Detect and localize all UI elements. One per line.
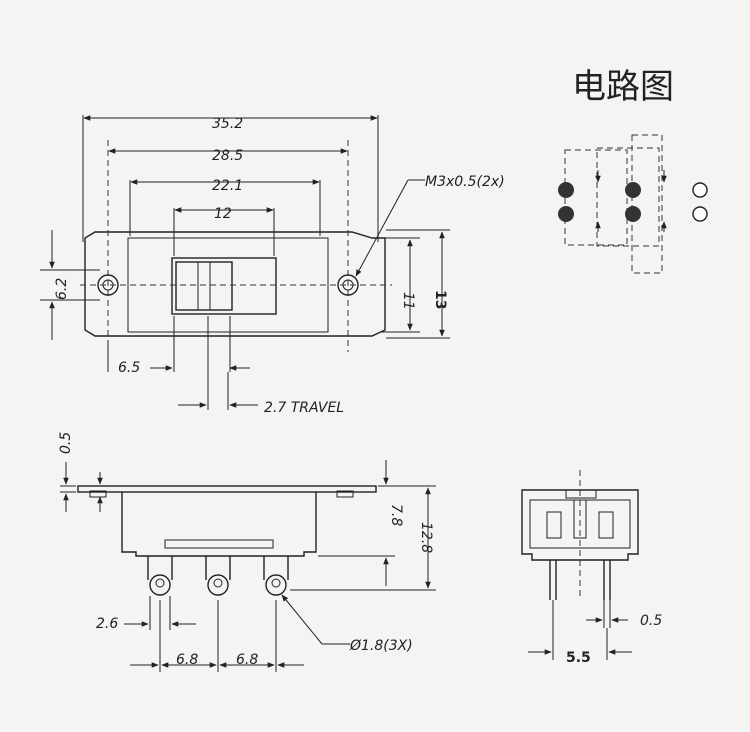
- dimension-label-offset: 6.5: [118, 360, 140, 376]
- pin-hole: [155, 578, 165, 588]
- end-view-slot: [565, 489, 597, 499]
- top-view-body: [127, 237, 329, 333]
- dimension-label-knob: 12: [214, 206, 232, 222]
- circuit-contact-frame-1: [564, 149, 628, 246]
- dimension-label-overall: 35.2: [212, 116, 243, 132]
- side-view-base: [164, 539, 274, 549]
- dimension-label-pitch-1: 6.8: [176, 652, 198, 668]
- thread-note: M3x0.5(2x): [425, 174, 505, 190]
- dimension-label-height-inner: 11: [400, 292, 416, 310]
- dimension-label-travel: 2.7 TRAVEL: [264, 400, 344, 416]
- leader-line: [281, 594, 323, 645]
- end-view: 0.5 5.5: [521, 470, 662, 666]
- pin-right: [263, 556, 289, 580]
- pin-middle: [205, 556, 231, 580]
- dimension-label-total-height: 12.8: [418, 522, 434, 553]
- top-view-knob: [175, 261, 233, 311]
- dimension-label-height-outer: 13: [432, 290, 448, 309]
- end-view-contact-left: [546, 511, 562, 539]
- pin-left: [147, 556, 173, 580]
- leader-line: [355, 179, 409, 277]
- dimension-label-width: 6.2: [54, 278, 70, 300]
- side-view-plate: [77, 485, 377, 493]
- pin-left-tip: [149, 574, 171, 596]
- dimension-label-pitch-2: 6.8: [236, 652, 258, 668]
- side-view-body: [121, 492, 317, 557]
- contact-dot: [558, 182, 574, 198]
- dimension-label-end-width: 5.5: [566, 650, 591, 666]
- hole-note: Ø1.8(3X): [349, 638, 413, 654]
- dimension-label-pin-width: 2.6: [96, 616, 118, 632]
- dimension-label-body-height: 7.8: [388, 504, 404, 526]
- top-view-slider: [171, 257, 277, 315]
- contact-open-circle: [692, 182, 708, 198]
- pin-hole: [271, 578, 281, 588]
- dimension-label-plate: 0.5: [58, 432, 74, 454]
- contact-dot: [625, 182, 641, 198]
- dimension-label-body: 22.1: [212, 178, 243, 194]
- dimension-label-pin-thickness: 0.5: [640, 613, 662, 629]
- circuit-contact-frame-3: [631, 134, 663, 274]
- top-view: 35.2 28.5 22.1 12 6.2 11 13 M3x0.5(2x): [40, 115, 505, 416]
- contact-dot: [558, 206, 574, 222]
- pin-hole: [213, 578, 223, 588]
- pin-right-tip: [265, 574, 287, 596]
- side-view: 0.5 7.8 12.8 2.6 6.8 6.8 Ø1.8(3X): [58, 432, 436, 672]
- dimension-label-hole-spacing: 28.5: [212, 148, 243, 164]
- circuit-diagram: [558, 134, 708, 274]
- end-view-contact-right: [598, 511, 614, 539]
- plate-tab: [336, 490, 354, 498]
- end-view-inner: [529, 499, 631, 549]
- contact-open-circle: [692, 206, 708, 222]
- contact-dot: [625, 206, 641, 222]
- circuit-contact-frame-2: [596, 147, 660, 247]
- end-view-housing: [521, 489, 639, 561]
- pin-middle-tip: [207, 574, 229, 596]
- top-view-plate: [84, 231, 386, 337]
- diagram-title: 电路图: [572, 67, 674, 107]
